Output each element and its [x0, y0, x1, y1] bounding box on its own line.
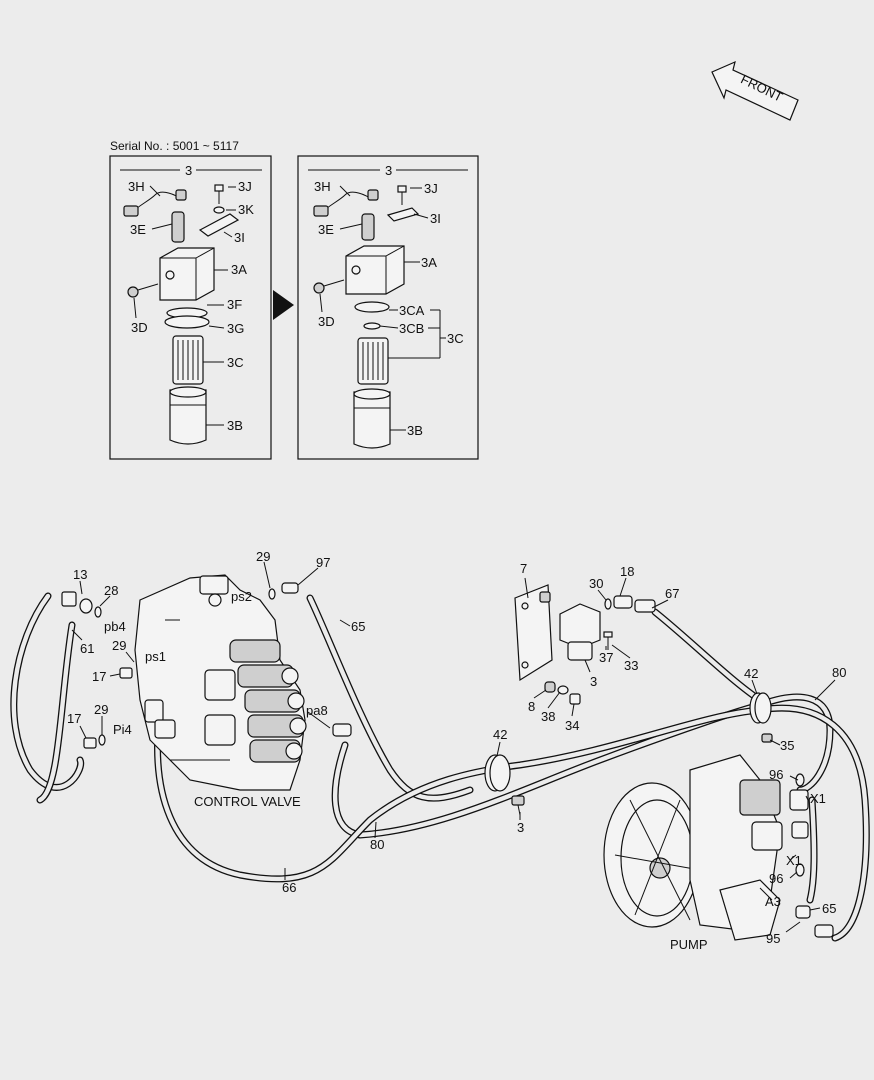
label-3J-right: 3J — [424, 181, 438, 196]
label-3A-right: 3A — [421, 255, 437, 270]
label-3CA-right: 3CA — [399, 303, 425, 318]
part-42-a: 42 — [493, 727, 507, 742]
panel-right-header: 3 — [385, 163, 392, 178]
control-valve-label: CONTROL VALVE — [194, 794, 301, 809]
pump-label: PUMP — [670, 937, 708, 952]
label-3F-left: 3F — [227, 297, 242, 312]
part-8: 8 — [528, 699, 535, 714]
hose-66 — [154, 704, 870, 942]
label-3A-left: 3A — [231, 262, 247, 277]
port-pb4: pb4 — [104, 619, 126, 634]
part-65-b: 65 — [822, 901, 836, 916]
label-3C-right: 3C — [447, 331, 464, 346]
part-18: 18 — [620, 564, 634, 579]
hose-61b — [36, 621, 76, 804]
label-3G-left: 3G — [227, 321, 244, 336]
bolt-3 — [511, 795, 525, 816]
part-80-b: 80 — [832, 665, 846, 680]
part-38: 38 — [541, 709, 555, 724]
port-ps1: ps1 — [145, 649, 166, 664]
bolt-35 — [761, 733, 773, 743]
fitting-pa8 — [332, 723, 352, 737]
label-3CB-right: 3CB — [399, 321, 424, 336]
part-34: 34 — [565, 718, 579, 733]
front-arrow: FRONT — [711, 60, 799, 121]
part-42-b: 42 — [744, 666, 758, 681]
control-valve — [134, 574, 307, 791]
part-67: 67 — [665, 586, 679, 601]
part-17-a: 17 — [92, 669, 106, 684]
part-28: 28 — [104, 583, 118, 598]
part-37: 37 — [599, 650, 613, 665]
part-35: 35 — [780, 738, 794, 753]
panel-right: 3 — [297, 155, 479, 460]
clamp-42-center — [484, 754, 511, 792]
label-3D-right: 3D — [318, 314, 335, 329]
port-x1-a: X1 — [810, 791, 826, 806]
part-3-b: 3 — [517, 820, 524, 835]
assembly-leaders — [71, 561, 836, 933]
part-30: 30 — [589, 576, 603, 591]
port-x1-b: X1 — [786, 853, 802, 868]
part-65-a: 65 — [351, 619, 365, 634]
part-97: 97 — [316, 555, 330, 570]
label-3E-right: 3E — [318, 222, 334, 237]
assembly-labels: CONTROL VALVE PUMP ps2 pb4 ps1 Pi4 pa8 X… — [67, 549, 846, 952]
label-3H-right: 3H — [314, 179, 331, 194]
solenoid-bracket — [514, 584, 656, 705]
port-a3: A3 — [765, 894, 781, 909]
port-pi4: Pi4 — [113, 722, 132, 737]
fitting-17a — [119, 667, 133, 679]
part-80-a: 80 — [370, 837, 384, 852]
label-3J-left: 3J — [238, 179, 252, 194]
part-13: 13 — [73, 567, 87, 582]
hose-65-lower — [806, 796, 818, 904]
part-3-a: 3 — [590, 674, 597, 689]
part-66: 66 — [282, 880, 296, 895]
part-29-a: 29 — [112, 638, 126, 653]
clamp-42-right — [749, 692, 772, 724]
fitting-13 — [61, 591, 102, 618]
part-17-b: 17 — [67, 711, 81, 726]
fitting-17b — [83, 734, 106, 749]
label-3I-left: 3I — [234, 230, 245, 245]
label-3K-left: 3K — [238, 202, 254, 217]
port-pa8: pa8 — [306, 703, 328, 718]
pump — [603, 754, 834, 941]
label-3I-right: 3I — [430, 211, 441, 226]
label-3C-left: 3C — [227, 355, 244, 370]
part-29-c: 29 — [256, 549, 270, 564]
change-arrow — [273, 290, 294, 320]
part-7: 7 — [520, 561, 527, 576]
hose-61 — [10, 592, 85, 791]
part-95: 95 — [766, 931, 780, 946]
serial-note: Serial No. : 5001 ~ 5117 — [110, 139, 239, 153]
label-3B-right: 3B — [407, 423, 423, 438]
port-ps2: ps2 — [231, 589, 252, 604]
label-3D-left: 3D — [131, 320, 148, 335]
fitting-97 — [268, 582, 299, 600]
part-29-b: 29 — [94, 702, 108, 717]
part-61: 61 — [80, 641, 94, 656]
hose-65-upper — [306, 594, 474, 802]
panel-left: 3 — [109, 155, 272, 460]
label-3B-left: 3B — [227, 418, 243, 433]
label-3H-left: 3H — [128, 179, 145, 194]
panel-left-header: 3 — [185, 163, 192, 178]
hose-67 — [651, 608, 764, 704]
label-3E-left: 3E — [130, 222, 146, 237]
part-96-b: 96 — [769, 871, 783, 886]
part-96-a: 96 — [769, 767, 783, 782]
part-33: 33 — [624, 658, 638, 673]
